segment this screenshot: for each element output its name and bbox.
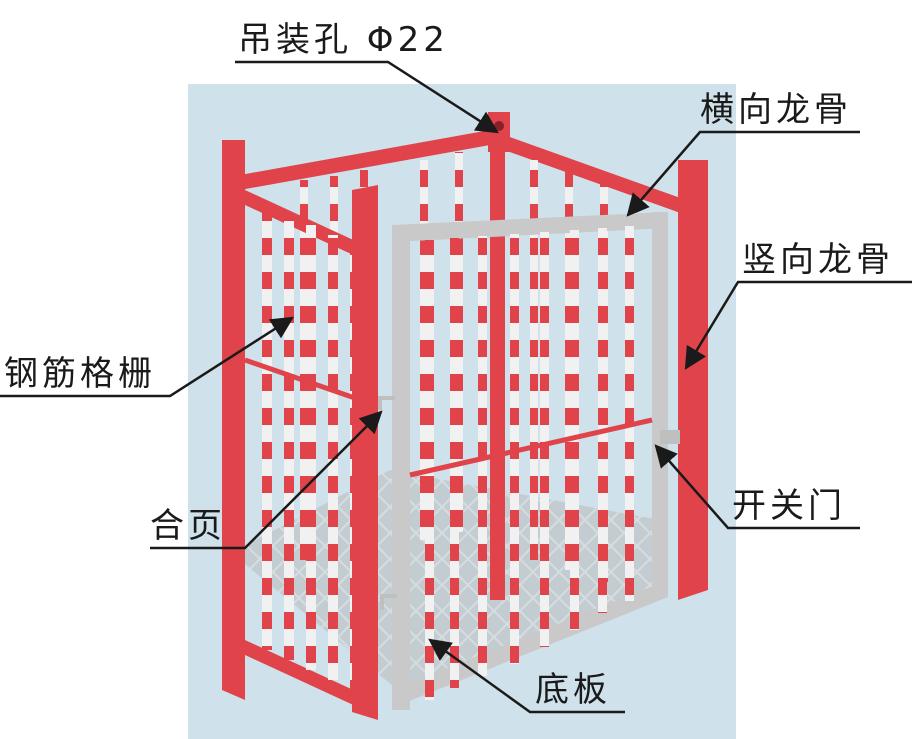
left-bottom-rail: [245, 640, 375, 715]
hinge-icon: [378, 396, 397, 610]
label-lifting-hole: 吊装孔 Φ22: [238, 20, 449, 60]
leader-lines: [0, 60, 912, 714]
lifting-lug: [488, 112, 510, 152]
top-back-rail: [240, 130, 700, 220]
label-hinge: 合页: [150, 506, 226, 546]
label-door-switch: 开关门: [732, 486, 846, 526]
vertical-keel: [678, 160, 708, 600]
label-rebar-grille: 钢筋格栅: [4, 354, 156, 394]
label-vertical-keel: 竖向龙骨: [742, 240, 894, 280]
left-rear-post: [222, 140, 245, 700]
front-left-post: [352, 185, 378, 720]
door-latch: [660, 430, 680, 444]
label-bottom-plate: 底板: [535, 670, 611, 710]
back-post: [490, 130, 505, 600]
label-horizontal-keel: 横向龙骨: [700, 90, 852, 130]
